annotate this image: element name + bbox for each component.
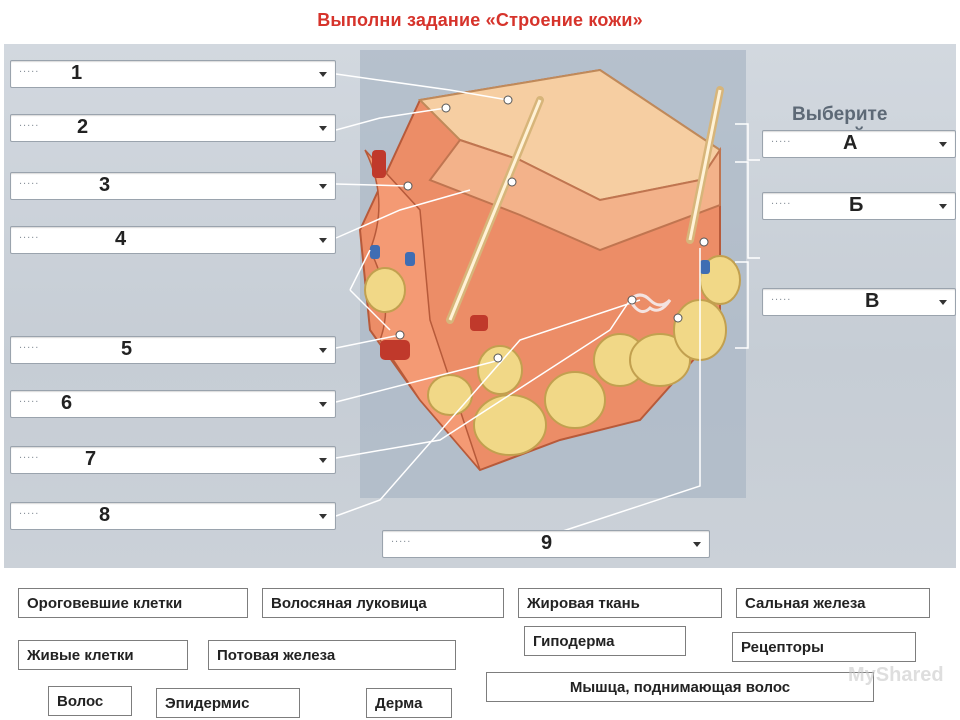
dropdown-number: 5 [121, 338, 133, 360]
chevron-down-icon[interactable] [931, 131, 955, 157]
dropdown-number: 6 [61, 392, 73, 414]
chevron-down-icon[interactable] [685, 531, 709, 557]
dropdown-letter: В [865, 290, 880, 312]
dropdown-letter: Б [849, 194, 864, 216]
answer-chip[interactable]: Ороговевшие клетки [18, 588, 248, 618]
answer-chip[interactable]: Жировая ткань [518, 588, 722, 618]
answer-dropdown-7[interactable]: ..... 7 [10, 446, 336, 474]
answer-chip[interactable]: Волосяная луковица [262, 588, 504, 618]
dropdown-number: 9 [541, 532, 553, 554]
dropdown-number: 8 [99, 504, 111, 526]
dropdown-number: 7 [85, 448, 97, 470]
dropdown-number: 2 [77, 116, 89, 138]
answer-dropdown-4[interactable]: ..... 4 [10, 226, 336, 254]
answer-chip[interactable]: Эпидермис [156, 688, 300, 718]
dropdown-number: 1 [71, 62, 83, 84]
answer-chip[interactable]: Потовая железа [208, 640, 456, 670]
answer-dropdown-3[interactable]: ..... 3 [10, 172, 336, 200]
dropdown-number: 3 [99, 174, 111, 196]
chevron-down-icon[interactable] [311, 447, 335, 473]
page-title: Выполни задание «Строение кожи» [317, 10, 643, 30]
dropdown-number: 4 [115, 228, 127, 250]
chevron-down-icon[interactable] [311, 227, 335, 253]
chevron-down-icon[interactable] [931, 193, 955, 219]
answer-chip[interactable]: Рецепторы [732, 632, 916, 662]
watermark: MyShared [848, 664, 944, 686]
chevron-down-icon[interactable] [931, 289, 955, 315]
answer-chip[interactable]: Сальная железа [736, 588, 930, 618]
chevron-down-icon[interactable] [311, 173, 335, 199]
answer-dropdown-a[interactable]: ..... А [762, 130, 956, 158]
chevron-down-icon[interactable] [311, 503, 335, 529]
answer-dropdown-9[interactable]: ..... 9 [382, 530, 710, 558]
chevron-down-icon[interactable] [311, 61, 335, 87]
answer-dropdown-8[interactable]: ..... 8 [10, 502, 336, 530]
answer-chip[interactable]: Дерма [366, 688, 452, 718]
answer-dropdown-2[interactable]: ..... 2 [10, 114, 336, 142]
dropdown-letter: А [843, 132, 858, 154]
answer-chip[interactable]: Мышца, поднимающая волос [486, 672, 874, 702]
chevron-down-icon[interactable] [311, 115, 335, 141]
answer-chip[interactable]: Волос [48, 686, 132, 716]
answer-dropdown-5[interactable]: ..... 5 [10, 336, 336, 364]
chevron-down-icon[interactable] [311, 337, 335, 363]
answer-dropdown-1[interactable]: ..... 1 [10, 60, 336, 88]
answer-dropdown-6[interactable]: ..... 6 [10, 390, 336, 418]
answer-chip[interactable]: Гиподерма [524, 626, 686, 656]
answer-dropdown-b[interactable]: ..... Б [762, 192, 956, 220]
chevron-down-icon[interactable] [311, 391, 335, 417]
answer-dropdown-v[interactable]: ..... В [762, 288, 956, 316]
answer-chip[interactable]: Живые клетки [18, 640, 188, 670]
